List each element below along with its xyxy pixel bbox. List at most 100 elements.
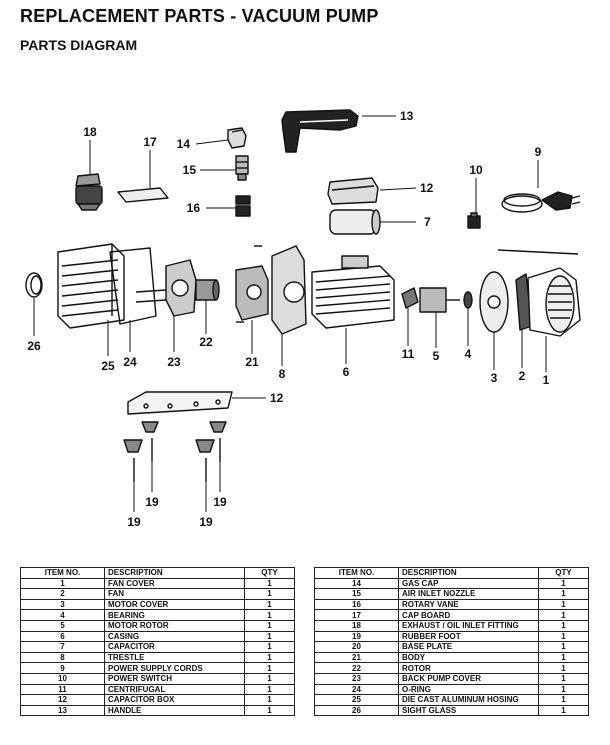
col-description: DESCRIPTION xyxy=(398,567,539,579)
callout-body: 21 xyxy=(245,355,259,369)
tie-rod-part xyxy=(497,249,579,255)
callout-rotor: 22 xyxy=(199,335,213,349)
callout-casing: 6 xyxy=(343,365,350,379)
cell-desc: CAPACITOR xyxy=(104,641,245,653)
cell-item: 6 xyxy=(20,630,105,643)
cell-qty: 1 xyxy=(244,577,295,590)
cell-qty: 1 xyxy=(538,598,589,611)
cell-qty: 1 xyxy=(538,588,589,600)
back-pump-cover-part xyxy=(135,259,197,317)
cell-item: 19 xyxy=(314,630,399,643)
cell-item: 9 xyxy=(20,662,105,674)
callout-gas-cap: 14 xyxy=(177,137,191,151)
rubber-feet-part xyxy=(123,421,227,482)
table-header-row: ITEM NO. DESCRIPTION QTY xyxy=(20,567,295,579)
cell-item: 26 xyxy=(314,704,399,717)
o-ring-part xyxy=(109,247,157,325)
cell-desc: BACK PUMP COVER xyxy=(398,672,539,685)
cell-item: 1 xyxy=(20,577,105,590)
cell-item: 11 xyxy=(20,683,105,696)
cell-qty: 1 xyxy=(244,619,295,632)
cell-desc: FAN COVER xyxy=(104,577,245,590)
cell-qty: 1 xyxy=(244,609,295,621)
callout-trestle: 8 xyxy=(279,367,286,381)
page-title: REPLACEMENT PARTS - VACUUM PUMP xyxy=(20,6,379,26)
callout-rubber-foot-c: 19 xyxy=(127,515,141,529)
callout-rotary-vane: 16 xyxy=(187,201,201,215)
cell-desc: CAP BOARD xyxy=(398,609,539,621)
cell-desc: POWER SUPPLY CORDS xyxy=(104,662,245,674)
callout-handle: 13 xyxy=(400,109,414,123)
cell-desc: RUBBER FOOT xyxy=(398,630,539,643)
cell-item: 3 xyxy=(20,598,105,611)
cell-desc: SIGHT GLASS xyxy=(398,704,539,717)
cell-qty: 1 xyxy=(244,641,295,653)
cell-item: 15 xyxy=(314,588,399,600)
callout-rubber-foot-a: 19 xyxy=(145,495,159,509)
callout-capacitor-box: 12 xyxy=(420,181,434,195)
cell-desc: MOTOR ROTOR xyxy=(104,619,245,632)
power-cord-part xyxy=(501,191,581,213)
cell-item: 4 xyxy=(20,609,105,621)
centrifugal-part xyxy=(401,287,419,309)
air-inlet-nozzle-part xyxy=(235,155,249,181)
callout-rubber-foot-d: 19 xyxy=(199,515,213,529)
cell-qty: 1 xyxy=(538,577,589,590)
cell-item: 25 xyxy=(314,694,399,706)
callout-sight-glass: 26 xyxy=(27,339,41,353)
leader-lines xyxy=(33,115,547,512)
callout-capacitor: 7 xyxy=(424,215,431,229)
callout-bearing: 4 xyxy=(465,347,472,361)
cell-qty: 1 xyxy=(244,672,295,685)
capacitor-part xyxy=(329,209,381,235)
bearing-part xyxy=(463,291,473,309)
callout-air-inlet-nozzle: 15 xyxy=(183,163,197,177)
cell-qty: 1 xyxy=(244,683,295,696)
cell-qty: 1 xyxy=(538,641,589,653)
callout-housing: 25 xyxy=(101,359,115,373)
cell-desc: BEARING xyxy=(104,609,245,621)
callout-centrifugal: 11 xyxy=(402,347,415,361)
cell-desc: GAS CAP xyxy=(398,577,539,590)
capacitor-box-part xyxy=(327,177,379,205)
cell-qty: 1 xyxy=(244,630,295,643)
cell-qty: 1 xyxy=(538,694,589,706)
cell-desc: TRESTLE xyxy=(104,651,245,664)
cell-desc: AIR INLET NOZZLE xyxy=(398,588,539,600)
motor-cover-part xyxy=(479,271,509,333)
base-plate-part xyxy=(127,391,233,415)
cell-desc: MOTOR COVER xyxy=(104,598,245,611)
cell-item: 20 xyxy=(314,641,399,653)
col-qty: QTY xyxy=(244,567,295,579)
body-part xyxy=(235,245,269,323)
cell-item: 2 xyxy=(20,588,105,600)
cell-qty: 1 xyxy=(244,704,295,717)
cell-desc: ROTOR xyxy=(398,662,539,674)
cap-board-part xyxy=(117,187,169,203)
table-header-row: ITEM NO. DESCRIPTION QTY xyxy=(314,567,589,579)
col-item-no: ITEM NO. xyxy=(20,567,105,579)
cell-item: 7 xyxy=(20,641,105,653)
cell-item: 13 xyxy=(20,704,105,717)
rotary-vane-part xyxy=(235,195,251,217)
cell-item: 23 xyxy=(314,672,399,685)
